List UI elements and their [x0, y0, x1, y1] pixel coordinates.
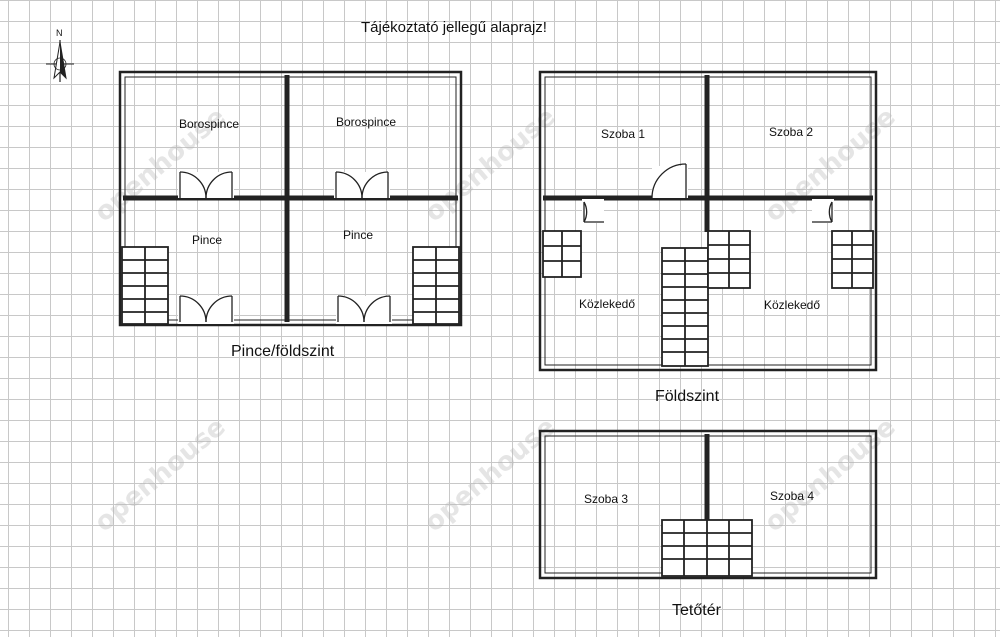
room-label-kozlekedo-2: Közlekedő	[763, 298, 821, 312]
staircase-icon	[831, 230, 874, 289]
door-icon	[812, 199, 834, 223]
door-icon	[178, 295, 234, 324]
door-icon	[334, 171, 390, 199]
door-icon	[178, 171, 234, 199]
north-arrow-icon	[46, 40, 74, 82]
room-label-kozlekedo-1: Közlekedő	[578, 297, 636, 311]
room-label-pince-1: Pince	[191, 233, 223, 247]
basement-plan	[118, 70, 463, 327]
room-label-borospince-2: Borospince	[335, 115, 397, 129]
room-label-szoba-1: Szoba 1	[600, 127, 646, 141]
room-label-szoba-4: Szoba 4	[769, 489, 815, 503]
room-label-borospince-1: Borospince	[178, 117, 240, 131]
staircase-icon	[661, 519, 753, 577]
page-title: Tájékoztató jellegű alaprajz!	[361, 19, 547, 36]
door-icon	[582, 199, 604, 223]
door-icon	[336, 295, 392, 324]
floor-label-ground: Földszint	[655, 388, 720, 405]
room-label-szoba-2: Szoba 2	[768, 125, 814, 139]
staircase-icon	[661, 230, 751, 367]
ground-floor-plan	[538, 70, 878, 372]
staircase-icon	[121, 246, 169, 325]
room-label-pince-2: Pince	[342, 228, 374, 242]
staircase-icon	[542, 230, 582, 278]
compass-letter: N	[56, 28, 63, 38]
floor-label-basement: Pince/földszint	[231, 343, 335, 360]
door-icon	[651, 163, 688, 199]
room-label-szoba-3: Szoba 3	[583, 492, 629, 506]
staircase-icon	[412, 246, 460, 325]
floor-label-attic: Tetőtér	[672, 602, 721, 619]
